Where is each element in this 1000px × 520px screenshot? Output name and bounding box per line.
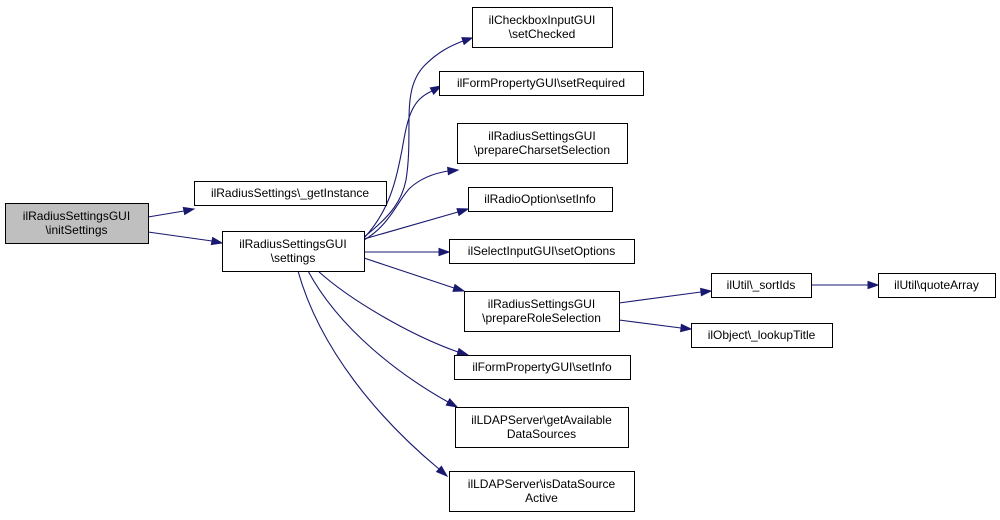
- node-label-line: ilObject\_lookupTitle: [708, 328, 816, 342]
- node-setChecked[interactable]: ilCheckboxInputGUI\setChecked: [472, 7, 613, 48]
- node-label-line: ilUtil\_sortIds: [727, 278, 796, 292]
- edge-sortIds-to-quoteArray: [811, 280, 880, 290]
- node-prepareRole[interactable]: ilRadiusSettingsGUI\prepareRoleSelection: [464, 291, 620, 332]
- node-box: [468, 187, 613, 212]
- node-label-line: \settings: [271, 251, 316, 265]
- node-label-line: \setChecked: [509, 27, 576, 41]
- node-box: [457, 123, 628, 164]
- edge-line: [363, 211, 459, 240]
- node-init[interactable]: ilRadiusSettingsGUI\initSettings: [5, 203, 149, 244]
- edge-init-to-settings: [147, 231, 224, 246]
- node-label-line: ilRadiusSettingsGUI: [239, 237, 346, 251]
- node-box: [455, 407, 629, 448]
- node-label-line: ilCheckboxInputGUI: [489, 13, 596, 27]
- node-prepareCharset[interactable]: ilRadiusSettingsGUI\prepareCharsetSelect…: [457, 123, 628, 164]
- node-setOptions[interactable]: ilSelectInputGUI\setOptions: [449, 239, 635, 264]
- node-lookupTitle[interactable]: ilObject\_lookupTitle: [691, 323, 833, 348]
- edge-prepareRole-to-sortIds: [618, 287, 713, 304]
- edges-layer: [147, 37, 880, 478]
- edge-settings-to-formSetInfo: [317, 270, 470, 356]
- node-label-line: ilRadiusSettings\_getInstance: [211, 186, 369, 200]
- node-label-line: \prepareRoleSelection: [482, 311, 601, 325]
- node-label-line: ilRadiusSettingsGUI: [23, 209, 130, 223]
- edge-settings-to-prepareRole: [363, 257, 466, 292]
- node-formSetInfo[interactable]: ilFormPropertyGUI\setInfo: [454, 355, 631, 380]
- node-quoteArray[interactable]: ilUtil\quoteArray: [878, 273, 996, 298]
- edge-line: [297, 270, 440, 470]
- node-box: [464, 291, 620, 332]
- arrowhead-icon: [867, 280, 880, 290]
- edge-settings-to-setRequired: [363, 85, 443, 239]
- node-label-line: ilRadiusSettingsGUI: [488, 129, 595, 143]
- node-box: [449, 471, 635, 512]
- node-label-line: ilFormPropertyGUI\setInfo: [472, 360, 612, 374]
- node-box: [454, 355, 631, 380]
- edge-settings-to-getAvailable: [307, 270, 459, 408]
- node-box: [5, 203, 149, 244]
- node-label-line: Active: [525, 491, 558, 505]
- node-label-line: ilLDAPServer\getAvailable: [471, 413, 612, 427]
- node-box: [194, 181, 387, 206]
- node-getInstance[interactable]: ilRadiusSettings\_getInstance: [194, 181, 387, 206]
- edge-line: [147, 231, 213, 242]
- edge-settings-to-prepareCharset: [363, 166, 460, 241]
- arrowhead-icon: [438, 247, 451, 257]
- node-box: [449, 239, 635, 264]
- edge-line: [363, 40, 464, 238]
- nodes-layer: ilRadiusSettingsGUI\initSettingsilRadius…: [5, 7, 996, 512]
- node-box: [222, 231, 365, 272]
- arrowhead-icon: [456, 347, 470, 356]
- node-box: [878, 273, 996, 298]
- arrowhead-icon: [435, 465, 449, 478]
- node-setRequired[interactable]: ilFormPropertyGUI\setRequired: [439, 71, 644, 96]
- arrowhead-icon: [429, 85, 443, 95]
- edge-settings-to-isActive: [297, 270, 449, 478]
- edge-settings-to-setOptions: [364, 247, 451, 257]
- node-box: [691, 323, 833, 348]
- edge-line: [363, 170, 449, 241]
- node-radioSetInfo[interactable]: ilRadioOption\setInfo: [468, 187, 613, 212]
- node-label-line: \prepareCharsetSelection: [474, 143, 610, 157]
- edge-line: [363, 257, 455, 289]
- node-label-line: ilRadiusSettingsGUI: [488, 297, 595, 311]
- edge-settings-to-radioSetInfo: [363, 208, 470, 240]
- arrowhead-icon: [452, 283, 466, 292]
- arrowhead-icon: [461, 37, 474, 46]
- node-label-line: ilUtil\quoteArray: [894, 278, 979, 292]
- node-sortIds[interactable]: ilUtil\_sortIds: [711, 273, 812, 298]
- edge-line: [618, 319, 682, 329]
- node-label-line: ilSelectInputGUI\setOptions: [468, 244, 615, 258]
- edge-line: [363, 90, 433, 239]
- edge-line: [317, 270, 459, 353]
- arrowhead-icon: [447, 166, 460, 176]
- arrowhead-icon: [680, 323, 693, 333]
- node-label-line: \initSettings: [45, 223, 107, 237]
- node-box: [711, 273, 812, 298]
- edge-prepareRole-to-lookupTitle: [618, 319, 693, 333]
- arrowhead-icon: [456, 208, 470, 217]
- edge-line: [307, 270, 449, 403]
- node-label-line: ilRadioOption\setInfo: [484, 192, 596, 206]
- node-label-line: DataSources: [507, 427, 576, 441]
- arrowhead-icon: [182, 206, 196, 216]
- arrowhead-icon: [210, 236, 224, 246]
- edge-settings-to-setChecked: [363, 37, 474, 238]
- node-box: [472, 7, 613, 48]
- node-settings[interactable]: ilRadiusSettingsGUI\settings: [222, 231, 365, 272]
- edge-init-to-getInstance: [147, 206, 196, 218]
- arrowhead-icon: [445, 398, 459, 408]
- edge-line: [618, 291, 702, 304]
- arrowhead-icon: [700, 287, 713, 297]
- edge-line: [147, 210, 185, 218]
- node-label-line: ilLDAPServer\isDataSource: [468, 477, 616, 491]
- node-label-line: ilFormPropertyGUI\setRequired: [457, 76, 625, 90]
- node-box: [439, 71, 644, 96]
